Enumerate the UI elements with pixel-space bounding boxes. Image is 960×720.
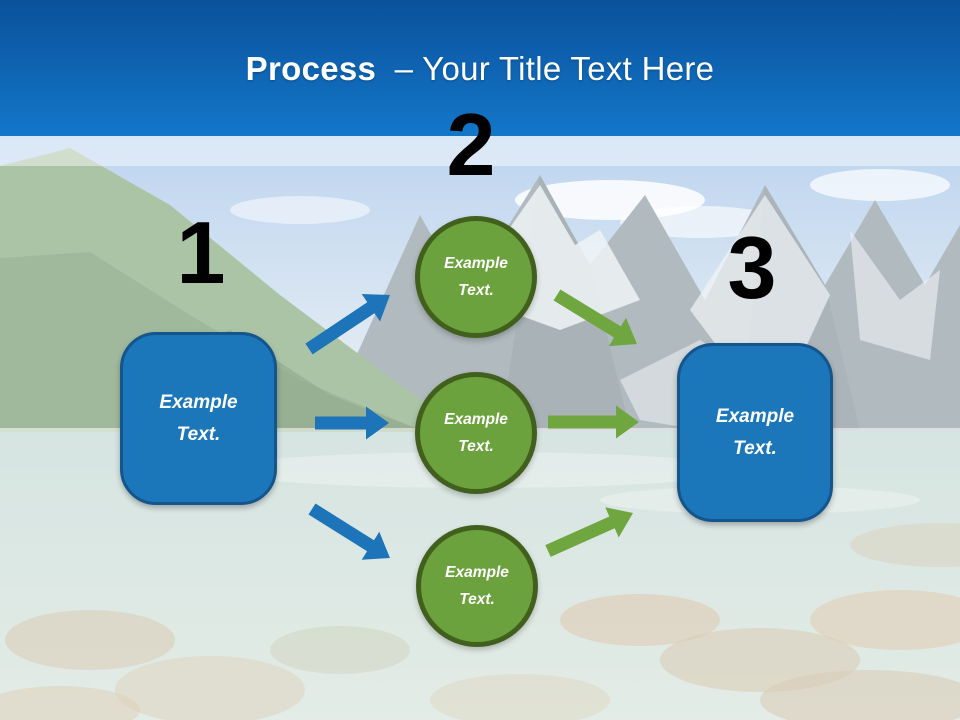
process-box-right-label-line1: Example	[715, 405, 795, 427]
process-circle-bottom-label-line2: Text.	[459, 591, 495, 608]
step-number-3: 3	[727, 218, 777, 317]
process-circle-middle: Example Text.	[415, 372, 537, 494]
title-regular-text: – Your Title Text Here	[394, 50, 715, 87]
process-circle-top-label-line1: Example	[444, 255, 508, 272]
process-circle-middle-label-line2: Text.	[458, 438, 494, 455]
slide-title: Process – Your Title Text Here	[0, 49, 960, 89]
step-number-1: 1	[176, 203, 226, 302]
process-box-right: Example Text.	[677, 343, 833, 522]
translucent-band	[0, 136, 960, 166]
process-circle-top-label-line2: Text.	[458, 282, 494, 299]
process-box-left: Example Text.	[120, 332, 277, 505]
header-band	[0, 0, 960, 136]
process-circle-bottom-label-line1: Example	[445, 564, 509, 581]
process-box-right-label-line2: Text.	[733, 437, 777, 459]
title-bold-text: Process	[245, 50, 377, 87]
process-circle-middle-label-line1: Example	[444, 411, 508, 428]
process-circle-bottom: Example Text.	[416, 525, 538, 647]
process-box-left-label-line1: Example	[159, 391, 238, 413]
process-circle-top: Example Text.	[415, 216, 537, 338]
process-box-left-label-line2: Text.	[176, 423, 221, 445]
step-number-2: 2	[446, 95, 496, 194]
